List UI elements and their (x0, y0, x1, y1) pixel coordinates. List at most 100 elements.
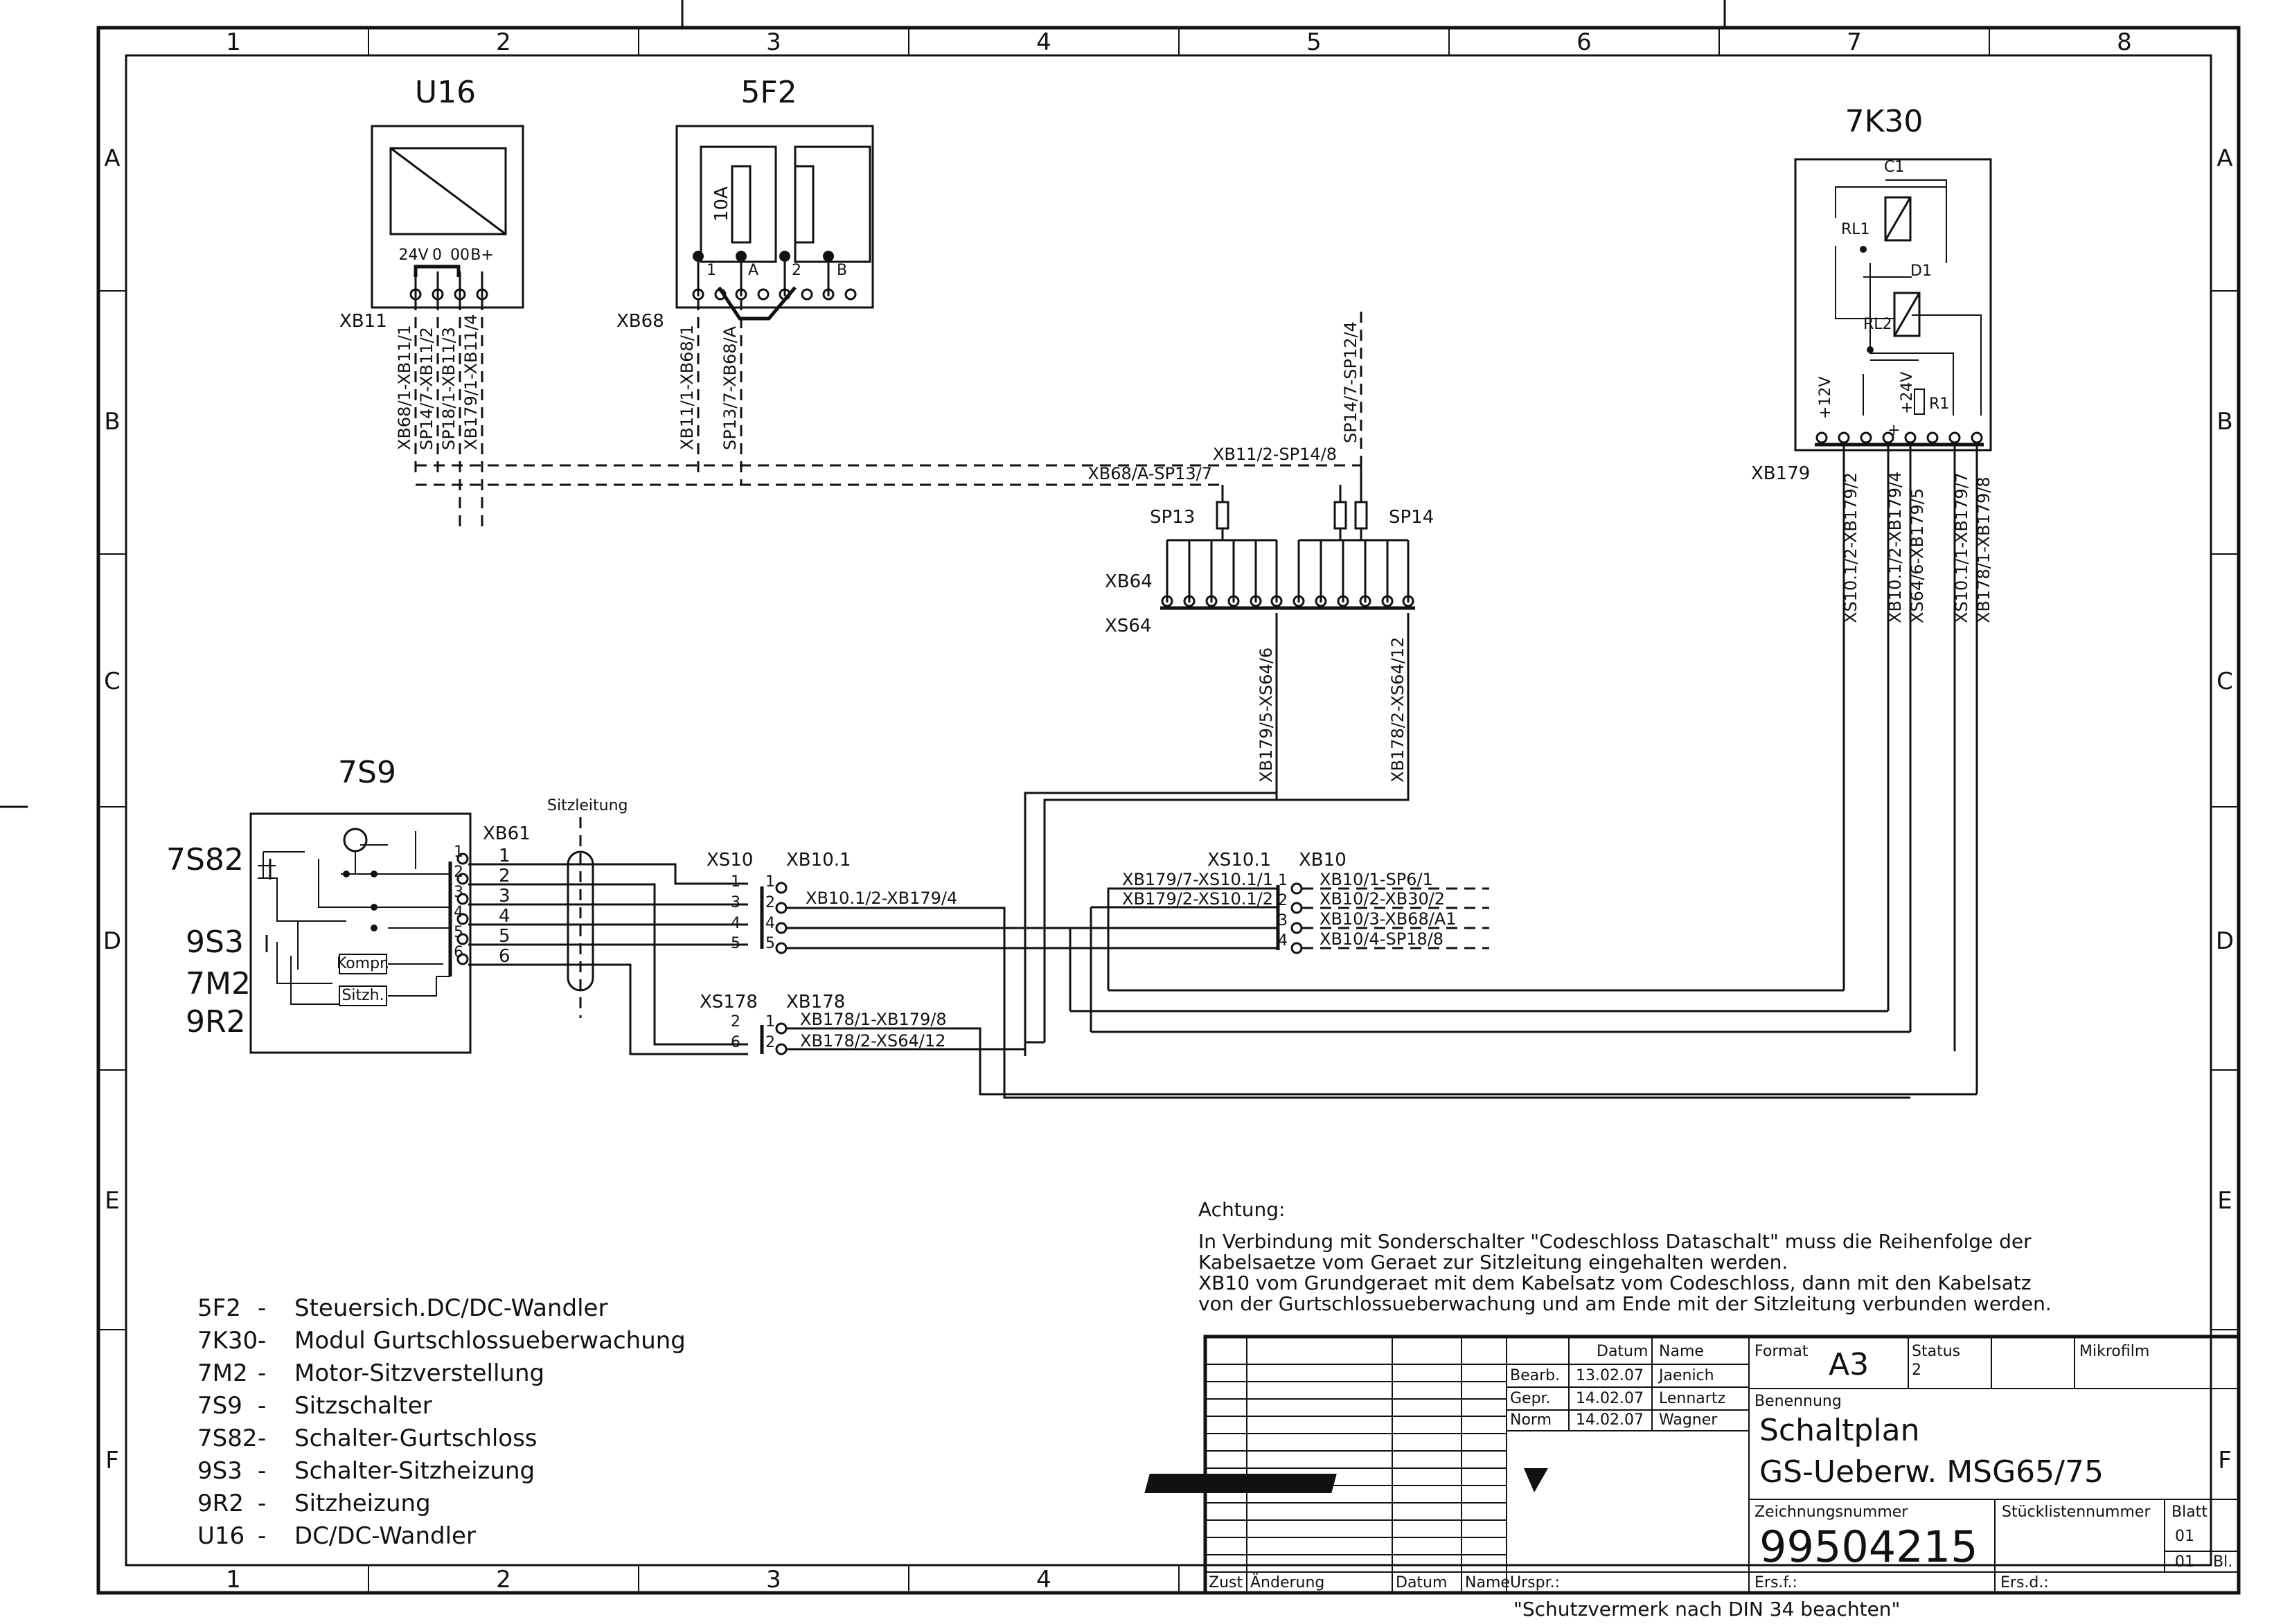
resistor-r1-icon (1914, 389, 1925, 415)
5f2-pin-a: A (748, 262, 758, 279)
wire-xb11-2: SP14/7-XB11/2 (417, 327, 436, 450)
xs10-1-xb10-connector[interactable]: XS10.1 XB10 XB179/7-XS10.1/1 XB179/2-XS1… (1122, 850, 1489, 954)
xb10-label: XB10 (1299, 850, 1347, 871)
component-7k30[interactable]: 7K30 C1 RL1 D1 RL2 R1 +12V +24V + XB179 … (1751, 104, 1993, 1094)
xb10-1-label: XB10.1 (786, 850, 851, 871)
fuse-rating: 10A (711, 186, 732, 222)
sp14-label: SP14 (1389, 507, 1434, 528)
wire-sp14-sp12: SP14/7-SP12/4 (1341, 321, 1360, 443)
tb-blatt-label: Blatt (2171, 1503, 2207, 1521)
k730-24v-label: +24V (1899, 372, 1916, 414)
xb64-pins (1160, 595, 1415, 610)
col-4-top: 4 (1036, 28, 1051, 56)
tb-benennung-label: Benennung (1754, 1393, 1842, 1410)
7k30-title: 7K30 (1845, 104, 1924, 139)
wire-xs64-12: XB178/2-XS64/12 (1388, 637, 1407, 783)
xb61-wire-6: 6 (499, 946, 510, 967)
u16-pin-label-2: 0 (432, 247, 442, 264)
col-6-top: 6 (1576, 28, 1592, 56)
legend-desc-0: Steuersich.DC/DC-Wandler (294, 1294, 607, 1322)
tb-role-1: Gepr. (1510, 1390, 1551, 1407)
xb61-pin-6: 6 (454, 944, 463, 961)
legend-desc-4: Schalter-Gurtschloss (294, 1425, 538, 1452)
wire-xb10-2: XB10/2-XB30/2 (1320, 889, 1445, 909)
xb10-1-pin-2: 2 (765, 894, 775, 911)
xb178-pin-1: 1 (765, 1013, 775, 1030)
xs178-xb178-connector[interactable]: XS178 XB178 2 6 1 2 XB178/1-XB179/8 XB17… (700, 792, 1977, 1096)
label-7m2: 7M2 (186, 966, 251, 1001)
xs10-1-pin-2: 2 (1278, 892, 1288, 909)
wire-xb179-7: XS10.1/1-XB179/7 (1952, 472, 1971, 623)
xs10-xb10-1-connector[interactable]: XS10 XB10.1 1 3 4 5 1 2 4 5 XB10.1/2-XB1… (707, 850, 1910, 1099)
note-line-1: In Verbindung mit Sonderschalter "Codesc… (1198, 1230, 2032, 1253)
kompr-label: Kompr. (337, 955, 389, 972)
sp13-label: SP13 (1150, 507, 1195, 528)
xs10-pin-1: 1 (731, 873, 740, 891)
u16-title: U16 (415, 75, 476, 110)
row-a-right: A (2217, 145, 2232, 172)
tb-footer-aenderung: Änderung (1250, 1573, 1324, 1591)
seat-wires (468, 863, 748, 1055)
title-block: Datum Name Bearb. 13.02.07 Jaenich Gepr.… (1144, 1335, 2241, 1595)
note-heading: Achtung: (1198, 1198, 1285, 1221)
xb178-label: XB178 (786, 992, 845, 1012)
tb-date-2: 14.02.07 (1576, 1411, 1644, 1429)
tb-mikrofilm: Mikrofilm (2079, 1343, 2149, 1360)
row-c-left: C (104, 668, 121, 695)
tb-title-2: GS-Ueberw. MSG65/75 (1759, 1454, 2104, 1490)
d1-label: D1 (1910, 262, 1932, 280)
legend-desc-3: Sitzschalter (294, 1392, 432, 1420)
xb61-wire-5: 5 (499, 926, 510, 947)
xb10-1-pin-4: 4 (765, 915, 775, 932)
tb-name-0: Jaenich (1658, 1367, 1714, 1384)
tb-zeichnungsnummer: 99504215 (1759, 1522, 1978, 1572)
u16-pin-label-1: 24V (398, 247, 428, 264)
component-7s9[interactable]: 7S9 XB61 Kompr. Sitzh. 1 2 3 4 5 6 1 2 3… (249, 755, 531, 1054)
col-8-top: 8 (2117, 28, 2132, 56)
r1-label: R1 (1929, 395, 1949, 413)
wire-xb11-3: SP18/1-XB11/3 (439, 327, 459, 450)
rl1-label: RL1 (1841, 221, 1870, 238)
tb-status-label: Status (1912, 1343, 1960, 1360)
tb-ersf: Ers.f.: (1754, 1574, 1797, 1591)
xs10-pin-3: 3 (731, 894, 740, 911)
col-2-bottom: 2 (496, 1566, 511, 1594)
c1-label: C1 (1884, 159, 1904, 176)
row-a-left: A (104, 145, 120, 172)
converter-icon (389, 147, 507, 235)
xs10-1-pin-1: 1 (1278, 872, 1288, 889)
protection-note: "Schutzvermerk nach DIN 34 beachten" (1513, 1598, 1900, 1621)
legend-desc-2: Motor-Sitzverstellung (294, 1359, 544, 1387)
legend-code-5: 9S3 (197, 1457, 242, 1485)
xb61-label: XB61 (483, 823, 531, 844)
tb-name-2: Wagner (1659, 1411, 1718, 1429)
xs178-pin-6: 6 (731, 1034, 740, 1051)
wire-xb10-1-out: XB10.1/2-XB179/4 (806, 889, 957, 908)
xb61-pin-2: 2 (454, 864, 463, 881)
relay-rl1-icon (1884, 196, 1912, 242)
legend-desc-5: Schalter-Sitzheizung (294, 1457, 535, 1485)
component-u16[interactable]: U16 24V 0 00 B+ XB11 XB68/1-XB11/1 SP14/… (339, 75, 524, 526)
xs10-pin-4: 4 (731, 915, 740, 932)
wire-xb11-4: XB179/1-XB11/4 (461, 314, 481, 450)
sitzh-label: Sitzh. (341, 987, 384, 1004)
tb-footer-zust: Zust (1209, 1574, 1243, 1591)
splice-block[interactable]: SP13 SP14 XB64 XS64 XB179/5-XS64/6 XB178… (1105, 501, 1434, 800)
xb61-pin-5: 5 (454, 924, 463, 941)
row-d-right: D (2216, 927, 2234, 955)
xb61-pin-1: 1 (454, 844, 463, 861)
xb61-wire-3: 3 (499, 886, 510, 907)
row-e-right: E (2217, 1187, 2232, 1215)
tb-stueckliste-label: Stücklistennummer (2002, 1503, 2151, 1521)
col-2-top: 2 (496, 28, 511, 56)
legend-sep-0: - (258, 1294, 266, 1322)
xb11-label: XB11 (339, 311, 387, 332)
wire-xb179-2: XS10.1/2-XB179/2 (1841, 472, 1860, 623)
note-line-2: Kabelsaetze vom Geraet zur Sitzleitung e… (1198, 1251, 1788, 1274)
component-5f2[interactable]: 5F2 10A 1 A 2 B XB68 XB11/1-XB68/1 SP13/… (616, 75, 874, 485)
sitzleitung: Sitzleitung (547, 797, 628, 1018)
tb-date-0: 13.02.07 (1576, 1367, 1644, 1384)
wire-xb10-3: XB10/3-XB68/A1 (1320, 909, 1456, 929)
label-9r2: 9R2 (186, 1004, 246, 1039)
